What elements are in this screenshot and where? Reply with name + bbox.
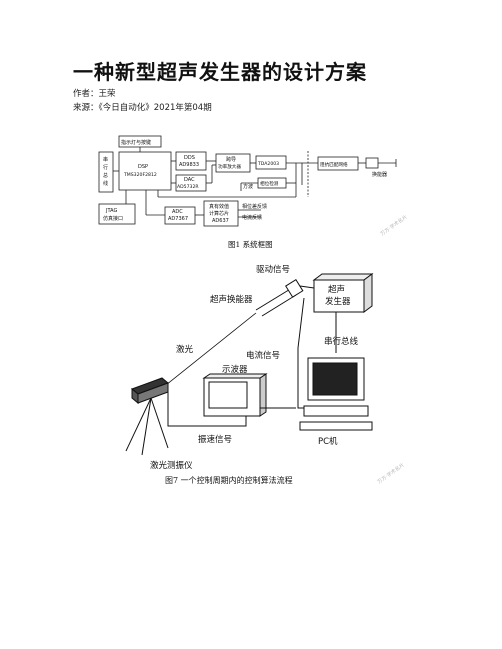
- label-dds-2: AD9833: [179, 162, 199, 168]
- figure1-caption: 图1 系统框图: [228, 240, 273, 249]
- label-oscilloscope: 示波器: [222, 364, 248, 375]
- label-dac-2: AD5732R: [177, 184, 199, 190]
- label-amp-1: 跨导: [226, 156, 236, 163]
- label-serial-3: 总: [103, 172, 108, 179]
- label-square: 方波: [243, 183, 253, 190]
- transducer-horn: [285, 279, 304, 298]
- figure2-caption: 图7 一个控制周期内的控制算法流程: [165, 476, 293, 485]
- label-adc-2: AD7367: [168, 216, 188, 222]
- rms-chip-box: [203, 200, 239, 227]
- label-rms-3: AD637: [212, 218, 229, 224]
- adc-box: [164, 206, 196, 225]
- label-serial-4: 线: [103, 180, 108, 187]
- label-laser: 激光: [176, 344, 194, 355]
- label-serial-bus: 串行总线: [324, 336, 359, 347]
- label-vibrometer: 激光测振仪: [150, 460, 193, 471]
- label-dds-1: DDS: [184, 155, 195, 161]
- label-generator-1: 超声: [328, 284, 345, 295]
- label-rms-1: 真有效值: [209, 203, 229, 210]
- dsp-box: [118, 151, 172, 191]
- label-jtag-1: JTAG: [105, 208, 117, 214]
- pc-case: [303, 405, 369, 417]
- label-dac-1: DAC: [184, 177, 195, 183]
- label-tda: TDA2003: [257, 161, 279, 167]
- document-title: 一种新型超声发生器的设计方案: [73, 60, 367, 84]
- label-transducer: 超声换能器: [210, 294, 253, 305]
- label-phase-detect: 相位检测: [260, 180, 279, 187]
- system-block-diagram: 指示灯与按键 串 行 总 线 DSP TMS320F2812 DDS AD983…: [98, 135, 397, 227]
- source-line: 来源：《今日自动化》2021年第04期: [73, 103, 212, 113]
- oscilloscope-screen: [208, 381, 248, 409]
- pc-keyboard: [299, 421, 373, 431]
- label-dsp-2: TMS320F2812: [123, 172, 157, 178]
- label-amp-2: 功率放大器: [218, 163, 241, 170]
- label-serial-1: 串: [103, 157, 108, 163]
- label-serial-2: 行: [103, 164, 108, 171]
- label-match: 阻抗匹配网络: [320, 161, 348, 168]
- label-adc-1: ADC: [172, 209, 183, 215]
- transducer-icon: [365, 157, 379, 169]
- label-jtag-2: 仿真接口: [103, 215, 123, 222]
- label-rms-2: 计算芯片: [209, 210, 229, 217]
- label-vibration-signal: 振速信号: [198, 434, 232, 445]
- serial-bus-box: [98, 151, 114, 193]
- label-pc: PC机: [318, 436, 338, 447]
- label-indicator: 指示灯与按键: [121, 139, 151, 146]
- matching-network-box: [317, 156, 359, 171]
- tda-box: [255, 155, 287, 170]
- label-transducer: 换能器: [372, 171, 387, 178]
- label-generator-2: 发生器: [325, 296, 351, 307]
- label-dsp-1: DSP: [138, 164, 148, 170]
- label-current-feedback: 电流反馈: [242, 214, 262, 221]
- experiment-setup-diagram: 驱动信号 超声 发生器 超声换能器 激光 电流信号 串行总线 示波器 振速信号 …: [125, 264, 374, 471]
- label-current-signal: 电流信号: [246, 350, 280, 361]
- label-drive-signal: 驱动信号: [256, 264, 290, 275]
- label-phase-feedback: 相位差反馈: [242, 203, 267, 210]
- author-line: 作者：王荣: [73, 89, 116, 99]
- jtag-box: [98, 203, 136, 225]
